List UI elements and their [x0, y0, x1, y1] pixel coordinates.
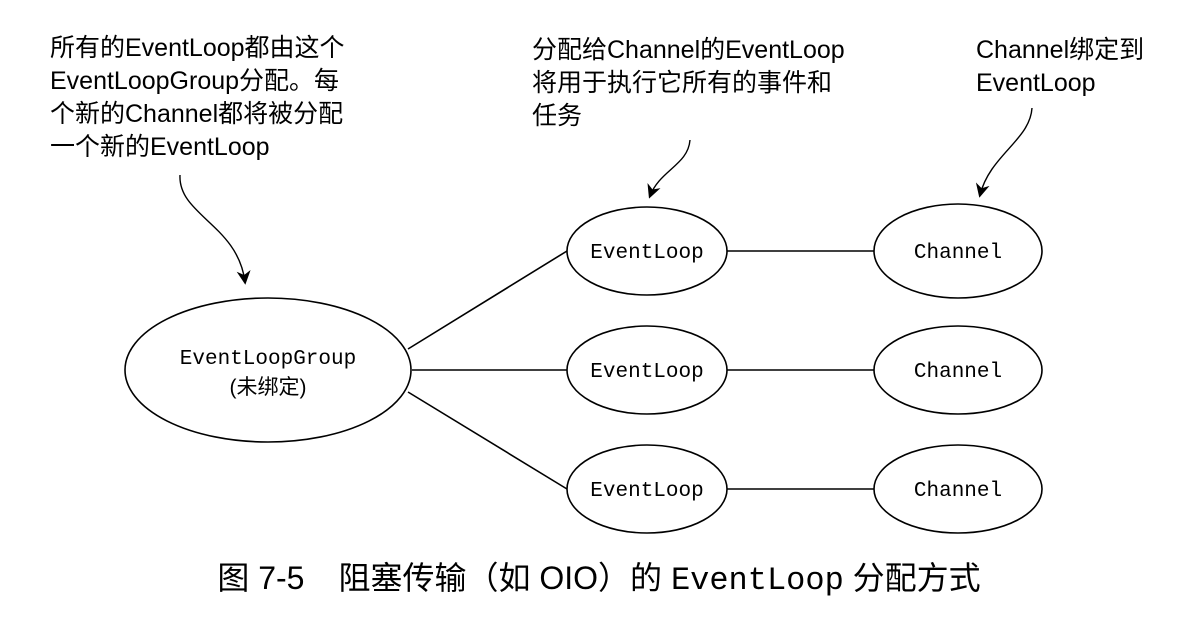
annotation-line: EventLoopGroup分配。每 [50, 67, 340, 95]
event-loop-label: EventLoop [590, 242, 703, 265]
channel-node: Channel [873, 325, 1043, 415]
caption-code: EventLoop [670, 562, 844, 599]
annotation-line: EventLoop [976, 69, 1096, 97]
annotation-line: 将用于执行它所有的事件和 [532, 69, 833, 97]
event-loop-label: EventLoop [590, 361, 703, 384]
channel-label: Channel [914, 242, 1002, 265]
annotation-arrow [975, 107, 1033, 198]
caption-figure-number: 图 7-5 [217, 560, 305, 596]
annotation-arrow [647, 139, 691, 199]
channel-label: Channel [914, 480, 1002, 503]
caption-suffix: 分配方式 [852, 560, 981, 596]
annotation-line: 一个新的EventLoop [50, 133, 270, 161]
annotation-line: 任务 [532, 102, 583, 130]
event-loop-node: EventLoop [566, 206, 728, 296]
channel-node: Channel [873, 444, 1043, 534]
annotation-channel: Channel绑定到 EventLoop [976, 34, 1144, 100]
event-loop-node: EventLoop [566, 325, 728, 415]
connector-line [407, 250, 568, 350]
figure-caption: 图 7-5 阻塞传输（如 OIO）的 EventLoop 分配方式 [0, 556, 1198, 603]
annotation-line: 分配给Channel的EventLoop [532, 36, 845, 64]
event-loop-group-sublabel: (未绑定) [230, 376, 307, 399]
annotation-line: 个新的Channel都将被分配 [50, 100, 344, 128]
annotation-event-loop: 分配给Channel的EventLoop 将用于执行它所有的事件和 任务 [532, 34, 845, 133]
annotation-arrow [179, 174, 251, 285]
channel-label: Channel [914, 361, 1002, 384]
connector-line [407, 391, 568, 490]
event-loop-group-node: EventLoopGroup (未绑定) [124, 297, 412, 443]
channel-node: Channel [873, 203, 1043, 299]
event-loop-node: EventLoop [566, 444, 728, 534]
event-loop-group-label: EventLoopGroup [180, 348, 356, 371]
annotation-event-loop-group: 所有的EventLoop都由这个 EventLoopGroup分配。每 个新的C… [50, 32, 345, 164]
annotation-line: Channel绑定到 [976, 36, 1145, 64]
annotation-line: 所有的EventLoop都由这个 [50, 34, 345, 62]
event-loop-label: EventLoop [590, 480, 703, 503]
caption-title: 阻塞传输（如 OIO）的 [338, 560, 663, 596]
